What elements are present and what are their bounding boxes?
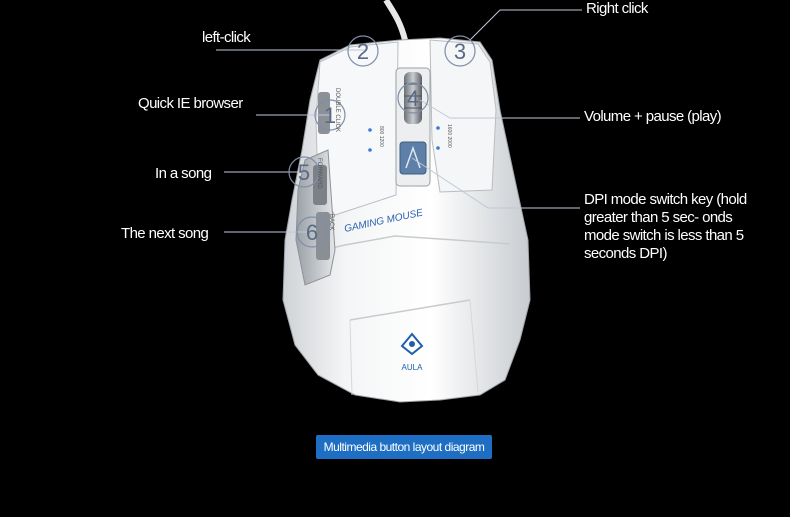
scroll-wheel: [404, 72, 422, 124]
back-text: BACK: [328, 214, 334, 230]
forward-side-button: [313, 165, 327, 205]
marker-2: 2: [357, 39, 369, 64]
label-right-click: Right click: [586, 0, 648, 17]
marker-3: 3: [454, 39, 466, 64]
brand-text: AULA: [402, 363, 424, 372]
forward-text: FORWARD: [316, 158, 322, 189]
label-next-song: The next song: [121, 225, 209, 242]
marker-5-ring: [288, 156, 320, 188]
label-in-song: In a song: [155, 165, 212, 182]
marker-6: 6: [306, 220, 318, 245]
left-button-panel: [315, 41, 399, 216]
label-left-click: left-click: [202, 29, 251, 46]
label-dpi: DPI mode switch key (hold greater than 5…: [584, 191, 747, 262]
marker-6-ring: [296, 216, 328, 248]
marker-3-ring: [444, 35, 476, 67]
mouse-cable: [383, 0, 408, 41]
right-button-panel: [429, 39, 497, 193]
marker-1: 1: [324, 103, 336, 128]
double-click-text: DOUBLE CLICK: [334, 88, 340, 132]
back-side-button: [316, 212, 330, 260]
dpi-right-text: 1600 2000: [446, 124, 452, 148]
marker-4-ring: [397, 82, 429, 114]
label-volume: Volume + pause (play): [584, 108, 722, 125]
marker-4: 4: [407, 86, 419, 111]
marker-5: 5: [298, 160, 310, 185]
marker-1-ring: [314, 99, 346, 131]
leader-lines: [216, 9, 582, 233]
marker-2-ring: [347, 35, 379, 67]
brand-logo-icon: [400, 332, 424, 356]
diagram-caption: Multimedia button layout diagram: [316, 435, 492, 459]
dpi-left-text: 800 1200: [378, 126, 384, 147]
label-quick-ie: Quick IE browser: [138, 95, 243, 112]
